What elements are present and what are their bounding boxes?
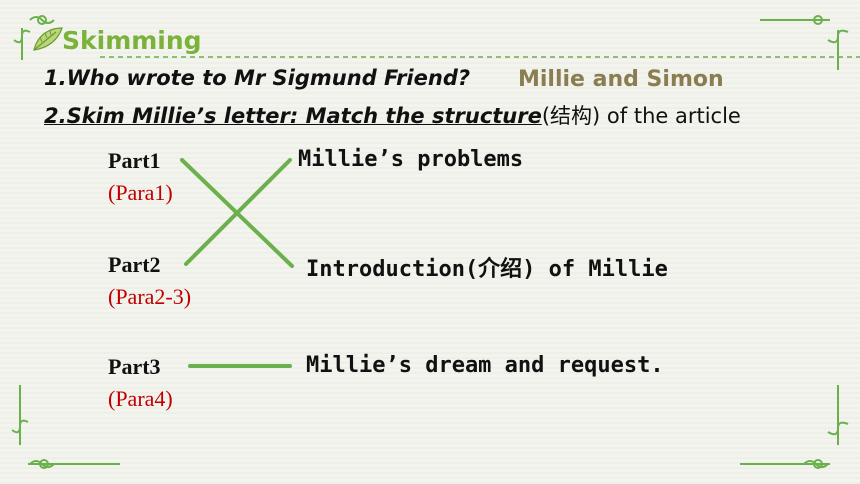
part-2-label: Part2 — [108, 252, 161, 277]
answer-1: Millie and Simon — [518, 67, 724, 92]
question-2: 2.Skim Millie’s letter: Match the struct… — [44, 100, 741, 130]
part-3-para: (Para4) — [108, 386, 173, 411]
slide-title: Skimming — [62, 26, 202, 55]
question-2-cn: (结构) — [541, 104, 601, 128]
part-3-label: Part3 — [108, 354, 161, 379]
item-introduction: Introduction(介绍) of Millie — [306, 257, 668, 282]
item-dream-request: Millie’s dream and request. — [306, 353, 664, 378]
part-1-para: (Para1) — [108, 180, 173, 205]
question-2-main: 2.Skim Millie’s letter: Match the struct… — [44, 104, 542, 128]
question-1: 1.Who wrote to Mr Sigmund Friend? — [44, 66, 471, 90]
question-2-tail: of the article — [600, 104, 741, 128]
part-1-label: Part1 — [108, 148, 161, 173]
part-2-para: (Para2-3) — [108, 284, 192, 309]
leaf-icon — [33, 27, 63, 51]
match-line-part2 — [184, 158, 292, 266]
item-problems: Millie’s problems — [298, 147, 524, 172]
